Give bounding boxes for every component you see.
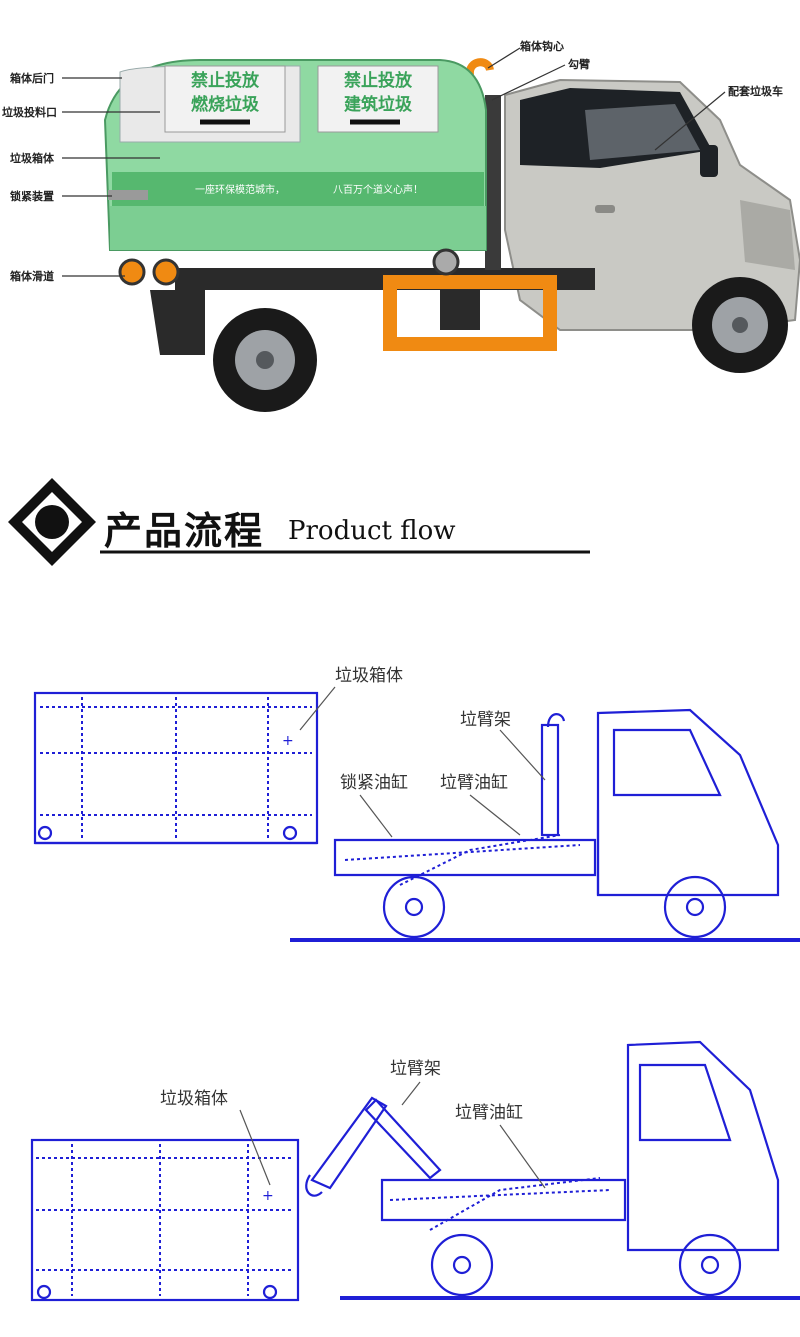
truck-illustration: 禁止投放 燃烧垃圾 禁止投放 建筑垃圾 一座环保模范城市， 八百万个道义心声！ … — [2, 39, 800, 412]
diagram1-drawing: + 垃圾箱体 垃臂架 锁紧油缸 垃臂油缸 — [33, 666, 800, 942]
lid-right-line-1: 禁止投放 — [344, 70, 413, 91]
diagram1-label-lock-cylinder: 锁紧油缸 — [340, 772, 408, 793]
callout-feed-port: 垃圾投料口 — [2, 105, 57, 119]
diagram1-bin: + — [33, 691, 319, 845]
heading-chinese: 产品流程 — [104, 509, 265, 553]
callout-rear-door: 箱体后门 — [10, 71, 54, 85]
truck-photo: 禁止投放 燃烧垃圾 禁止投放 建筑垃圾 一座环保模范城市， 八百万个道义心声！ … — [0, 0, 800, 430]
callout-hook-arm: 勾臂 — [568, 57, 590, 71]
diagram1-label-arm-cylinder: 垃臂油缸 — [440, 772, 508, 793]
lid-left-line-2: 燃烧垃圾 — [191, 94, 260, 115]
diagram2-arm — [305, 1096, 442, 1197]
flow-diagram-2: + 垃圾箱体 垃臂架 垃臂油缸 — [0, 1010, 800, 1330]
section-heading: 产品流程 Product flow — [0, 470, 800, 580]
truck-cab — [504, 78, 800, 331]
diagram1-label-bin: 垃圾箱体 — [335, 666, 403, 686]
heading-english: Product flow — [288, 516, 456, 546]
diagram2-bin: + — [30, 1138, 300, 1302]
diagram1-leaders — [299, 686, 546, 838]
rear-wheel — [213, 308, 317, 412]
lid-left-line-1: 禁止投放 — [191, 70, 260, 91]
heading-graphic — [8, 478, 590, 566]
svg-text:+: + — [262, 1188, 274, 1204]
diagram2-label-arm-cylinder: 垃臂油缸 — [455, 1102, 523, 1123]
diagram2-truck — [380, 1040, 780, 1297]
chassis-frame — [150, 58, 595, 355]
callout-hook-center: 箱体钩心 — [520, 39, 564, 53]
diagram2-leaders — [239, 1081, 546, 1189]
diagram2-label-arm-frame: 垃臂架 — [390, 1059, 441, 1079]
front-wheel — [692, 277, 788, 373]
flow-diagram-1: + 垃圾箱体 垃臂架 锁紧油缸 垃臂油缸 — [0, 645, 800, 955]
bin-slogan-left: 一座环保模范城市， — [195, 183, 285, 196]
diagram1-truck — [333, 708, 780, 939]
callout-lock-device: 锁紧装置 — [10, 189, 54, 203]
bin-slogan-right: 八百万个道义心声！ — [333, 183, 423, 196]
diagram2-label-bin: 垃圾箱体 — [160, 1089, 228, 1109]
diagram1-label-arm-frame: 垃臂架 — [460, 710, 511, 730]
callout-lines — [62, 47, 726, 277]
garbage-bin — [103, 59, 487, 286]
callout-slide-rail: 箱体滑道 — [10, 269, 54, 283]
svg-text:+: + — [282, 733, 294, 749]
diagram2-drawing: + 垃圾箱体 垃臂架 垃臂油缸 — [30, 1040, 800, 1302]
callout-matching-truck: 配套垃圾车 — [728, 84, 783, 98]
lid-right-line-2: 建筑垃圾 — [344, 94, 413, 115]
callout-bin-body: 垃圾箱体 — [10, 151, 55, 165]
